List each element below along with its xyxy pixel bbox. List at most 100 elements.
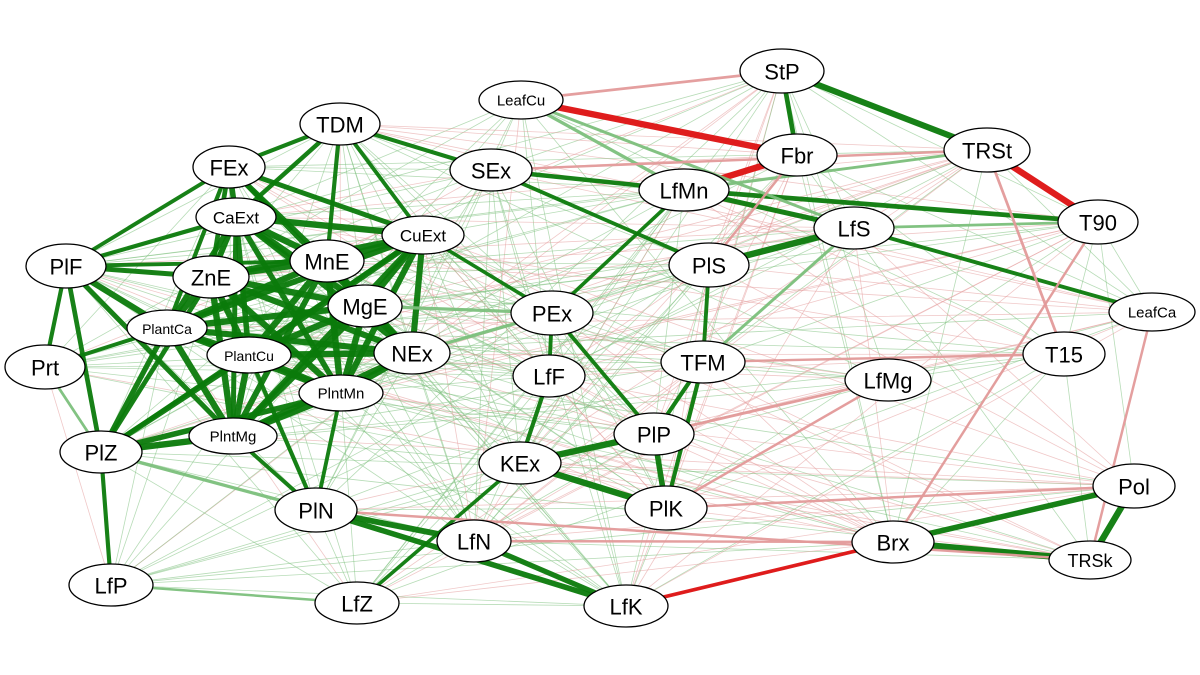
faint-edge <box>551 312 894 543</box>
node-label: FEx <box>209 156 248 181</box>
faint-edge <box>235 189 685 218</box>
node-LfMg: LfMg <box>844 358 932 402</box>
edge-FEx-PlantCa <box>164 164 232 331</box>
edge-TRSt-SEx <box>489 148 989 172</box>
faint-edge <box>110 264 710 586</box>
node-label: PlF <box>50 255 83 280</box>
node-ZnE: ZnE <box>172 255 250 299</box>
node-ellipse <box>298 374 384 412</box>
edge-Brx-LfN <box>472 539 895 544</box>
node-ellipse <box>206 336 292 374</box>
edge-LfS-TFM <box>701 226 856 364</box>
node-label: PlS <box>692 254 726 279</box>
node-Fbr: Fbr <box>756 133 838 177</box>
node-PlN: PlN <box>274 487 358 533</box>
edge-LfZ-KEx <box>355 461 522 605</box>
node-ellipse <box>314 581 400 625</box>
node-MgE: MgE <box>327 284 403 328</box>
node-Brx: Brx <box>851 520 935 564</box>
node-MnE: MnE <box>289 239 365 283</box>
node-label: LfS <box>837 217 870 242</box>
faint-edge <box>339 123 1099 223</box>
node-ellipse <box>449 148 533 192</box>
faint-edge <box>232 435 521 464</box>
node-label: LfZ <box>341 592 373 617</box>
faint-edge <box>44 166 230 368</box>
faint-edge <box>519 70 783 464</box>
faint-edge <box>166 189 685 329</box>
node-label: TDM <box>316 113 364 138</box>
node-PlF: PlF <box>25 243 107 289</box>
edge-T15-TFM <box>701 352 1066 364</box>
edge-PlF-PlZ <box>63 263 104 455</box>
node-PlZ: PlZ <box>59 430 143 474</box>
faint-edge <box>110 540 475 586</box>
edge-MnE-PlntMn <box>323 257 345 397</box>
edge-LfMg-PlK <box>664 378 890 510</box>
edge-Pol-PlK <box>664 484 1136 510</box>
node-ellipse <box>299 102 381 146</box>
edge-LeafCu-Fbr <box>517 96 801 159</box>
node-label: CaExt <box>213 209 260 228</box>
edge-StP-LeafCu <box>519 69 784 102</box>
faint-edge <box>411 99 522 354</box>
faint-edge <box>422 189 685 236</box>
node-LfMn: LfMn <box>638 168 730 212</box>
node-LeafCu: LeafCu <box>478 80 564 120</box>
faint-edge <box>519 264 710 464</box>
faint-edge <box>326 260 1153 313</box>
node-ellipse <box>172 255 250 299</box>
faint-edge <box>356 70 783 604</box>
faint-edge <box>356 433 655 604</box>
faint-edge <box>110 227 855 586</box>
faint-edge <box>796 154 1065 355</box>
faint-edge <box>892 149 988 543</box>
node-label: PlntMg <box>210 429 257 446</box>
node-ellipse <box>478 80 564 120</box>
node-TDM: TDM <box>299 102 381 146</box>
faint-edge <box>422 234 521 464</box>
node-ellipse <box>638 168 730 212</box>
node-TFM: TFM <box>660 340 746 384</box>
node-PlS: PlS <box>668 242 750 288</box>
edge-T90-Brx <box>891 220 1100 544</box>
edge-ZnE-PlntMn <box>207 273 345 397</box>
faint-edge <box>422 234 475 542</box>
node-ellipse <box>668 242 750 288</box>
faint-edge <box>781 70 1153 313</box>
node-PlP: PlP <box>613 412 695 456</box>
node-ellipse <box>1022 331 1106 377</box>
node-ellipse <box>274 487 358 533</box>
faint-edge <box>228 166 492 171</box>
node-label: LfMg <box>864 369 913 394</box>
node-ellipse <box>851 520 935 564</box>
node-LfP: LfP <box>68 563 154 607</box>
node-label: ZnE <box>191 266 231 291</box>
edge-TDM-MnE <box>324 121 343 264</box>
edge-LfS-LeafCa <box>852 226 1154 314</box>
node-ellipse <box>192 145 266 189</box>
edge-PlantCu-PlN <box>246 352 319 513</box>
node-label: Fbr <box>781 144 814 169</box>
node-ellipse <box>739 48 825 94</box>
faint-edge <box>683 189 1135 487</box>
faint-edge <box>65 265 550 377</box>
node-label: PlantCu <box>224 348 274 364</box>
edge-LfMn-PEx <box>550 188 686 315</box>
node-label: TFM <box>680 351 725 376</box>
faint-edge <box>473 264 710 542</box>
faint-edge <box>473 485 1135 542</box>
faint-edge <box>166 327 1065 355</box>
faint-edge <box>356 541 894 604</box>
node-ellipse <box>583 584 669 628</box>
node-FEx: FEx <box>192 145 266 189</box>
faint-edge <box>653 154 798 435</box>
edge-CaExt-NEx <box>233 214 415 356</box>
faint-edge <box>339 123 798 156</box>
faint-edge <box>548 353 1065 377</box>
edge-TRSt-LfMn <box>682 148 989 192</box>
node-KEx: KEx <box>478 441 562 485</box>
node-label: LfP <box>94 574 127 599</box>
